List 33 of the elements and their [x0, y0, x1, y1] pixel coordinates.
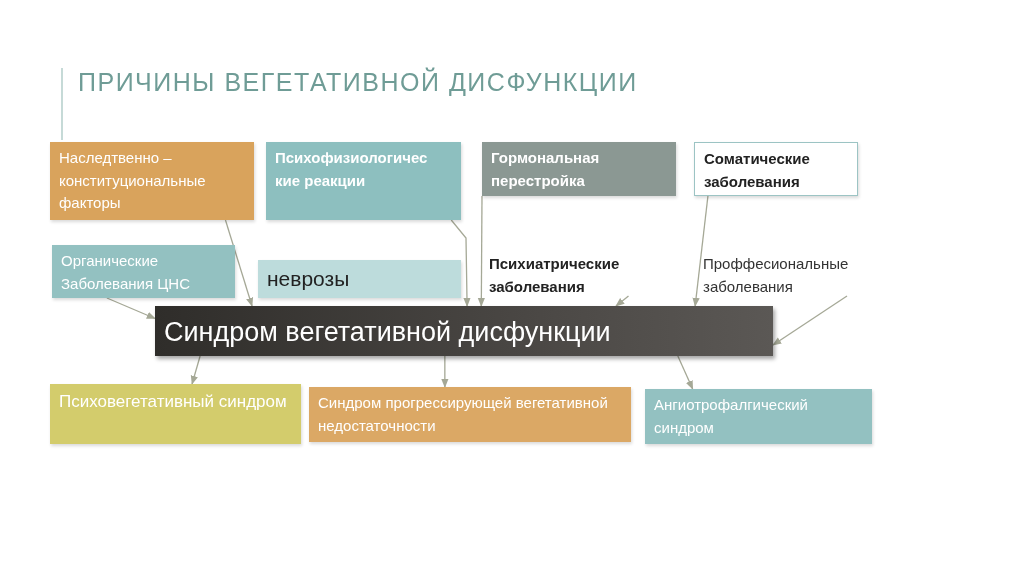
arrow: [441, 355, 449, 388]
arrow: [224, 219, 254, 307]
process-box: [50, 142, 254, 220]
arrow: [772, 295, 848, 346]
text-label: Проффесиональные заболевания: [694, 248, 874, 296]
box-label: Гормональная перестройка: [491, 148, 601, 191]
box-label: Психовегетативный синдром: [59, 391, 288, 413]
arrow: [450, 219, 471, 307]
arrow: [190, 355, 201, 385]
process-box: [52, 245, 235, 298]
box-label: неврозы: [267, 266, 351, 292]
box-label: Синдром прогрессирующей вегетативной недостаточности: [318, 393, 609, 436]
arrow: [615, 295, 630, 307]
arrow: [106, 297, 156, 320]
box-label: Соматические заболевания: [704, 149, 811, 192]
text-label: Психиатрические заболевания: [480, 248, 645, 296]
process-box: [266, 142, 461, 220]
arrow: [692, 195, 709, 307]
process-box: [309, 387, 631, 442]
process-box: [155, 306, 773, 356]
process-box: [482, 142, 676, 196]
arrow: [677, 355, 694, 390]
process-box: [645, 389, 872, 444]
arrow: [477, 195, 485, 307]
process-box: [50, 384, 301, 444]
box-label: Наследтвенно – конституциональные факторы: [59, 148, 207, 213]
box-label: Психофизиологичес кие реакции: [275, 148, 429, 191]
process-box: [694, 142, 858, 196]
box-label: Ангиотрофалгический синдром: [654, 395, 809, 438]
process-box: [258, 260, 461, 298]
title: ПРИЧИНЫ ВЕГЕТАТИВНОЙ ДИСФУНКЦИИ: [78, 68, 638, 97]
box-label: Синдром вегетативной дисфункции: [164, 316, 612, 349]
box-label: Органические Заболевания ЦНС: [61, 251, 191, 294]
